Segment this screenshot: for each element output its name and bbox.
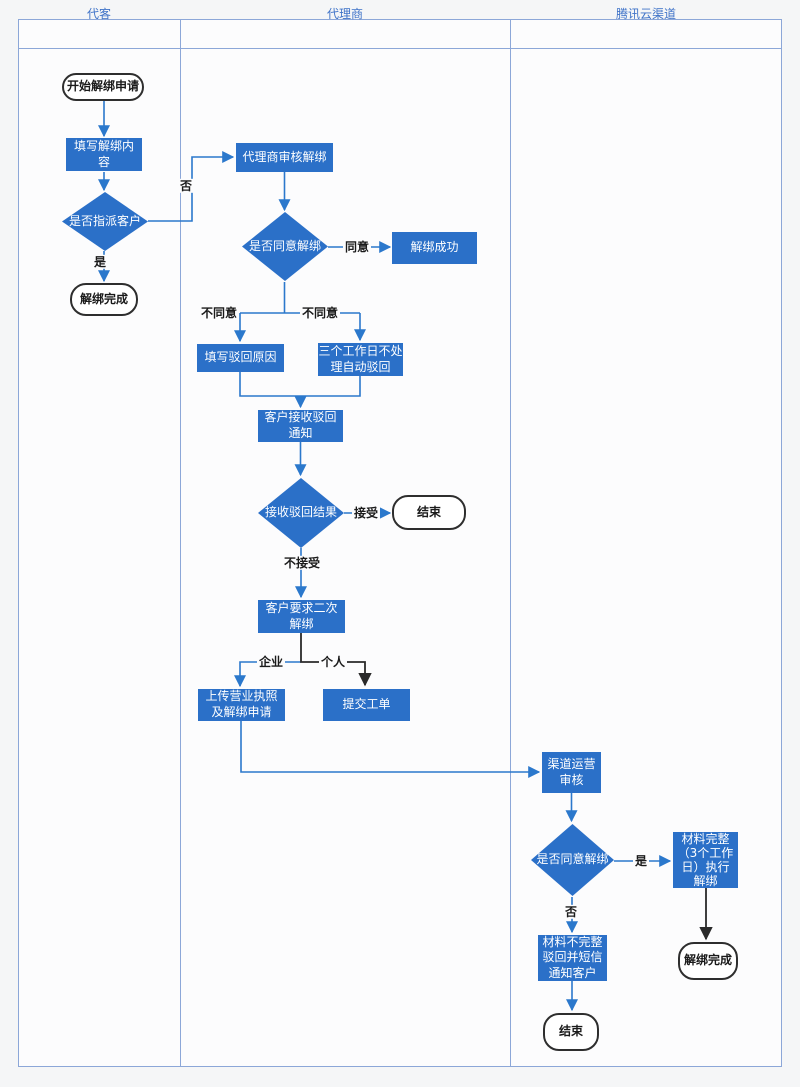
node-receive-reject-notice: 客户接收驳回 通知: [258, 410, 343, 442]
edge-label-personal: 个人: [318, 654, 348, 670]
node-material-complete-execute: 材料完整 （3个工作 日）执行 解绑: [673, 832, 738, 888]
node-agent-review-unbind: 代理商审核解绑: [236, 143, 333, 172]
node-fill-unbind-content: 填写解绑内 容: [66, 138, 142, 171]
lane-divider-1: [180, 20, 181, 1066]
lane-divider-2: [510, 20, 511, 1066]
node-material-incomplete-reject: 材料不完整 驳回并短信 通知客户: [538, 935, 607, 981]
lane-title-daike: 代客: [86, 7, 111, 21]
edge-label-not-accept: 不接受: [281, 555, 323, 571]
lane-title-agent: 代理商: [326, 7, 363, 21]
node-fill-reject-reason: 填写驳回原因: [197, 344, 284, 372]
edge-label-agree: 同意: [342, 239, 372, 255]
edge-label-yes-2: 是: [632, 853, 650, 869]
node-end-2: 结束: [543, 1013, 599, 1051]
node-auto-reject-3-days: 三个工作日不处 理自动驳回: [318, 343, 403, 376]
node-end-1: 结束: [392, 495, 466, 530]
node-upload-license: 上传营业执照 及解绑申请: [198, 689, 285, 721]
edge-label-yes-1: 是: [91, 254, 109, 270]
edge-label-no-2: 否: [562, 904, 580, 920]
lane-title-tencent-channel: 腾讯云渠道: [615, 7, 676, 21]
node-unbind-success: 解绑成功: [392, 232, 477, 264]
edge-label-no-1: 否: [177, 178, 195, 194]
node-unbind-done-1: 解绑完成: [70, 283, 138, 316]
node-submit-ticket: 提交工单: [323, 689, 410, 721]
lane-header-separator: [19, 48, 781, 49]
edge-label-disagree-left: 不同意: [198, 305, 240, 321]
node-start-unbind-request: 开始解绑申请: [62, 73, 144, 101]
edge-label-enterprise: 企业: [256, 654, 286, 670]
swimlane-board: [18, 19, 782, 1067]
node-unbind-done-2: 解绑完成: [678, 942, 738, 980]
black-connectors: [300, 633, 713, 941]
edge-label-accept: 接受: [351, 505, 381, 521]
node-channel-ops-review: 渠道运营 审核: [542, 752, 601, 793]
edge-label-disagree-right: 不同意: [299, 305, 341, 321]
node-second-unbind-request: 客户要求二次 解绑: [258, 600, 345, 633]
